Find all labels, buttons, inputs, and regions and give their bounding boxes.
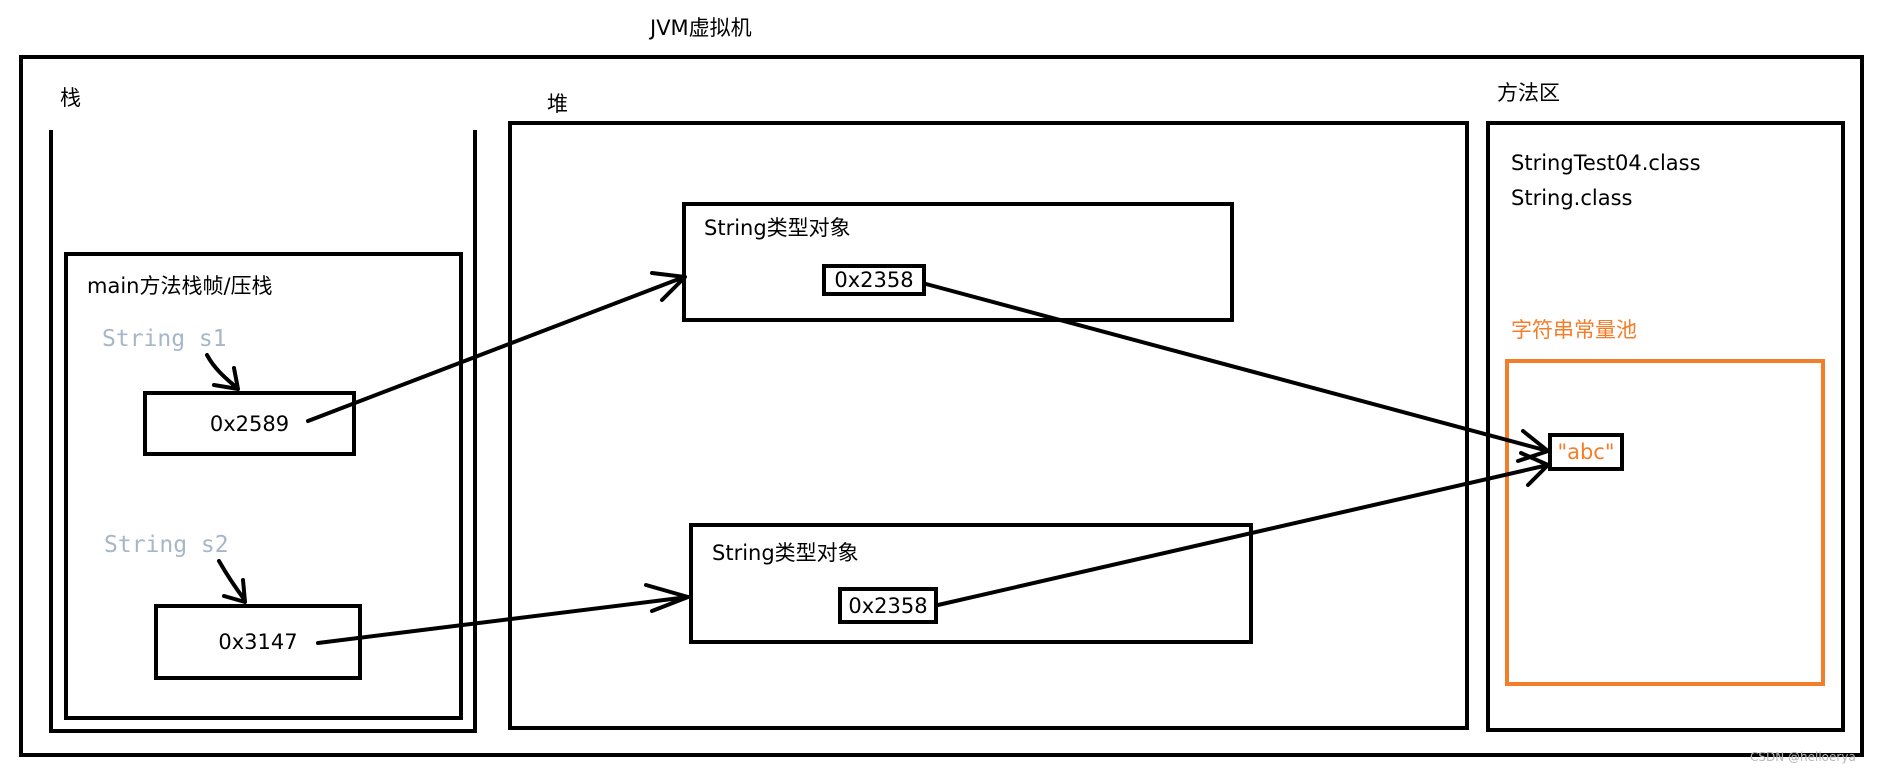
main-stack-frame — [64, 252, 463, 720]
class-string: String.class — [1511, 186, 1633, 210]
stack-region — [49, 130, 477, 733]
jvm-frame — [19, 55, 1864, 757]
heap-object-1-label: String类型对象 — [704, 216, 851, 240]
method-area-region — [1486, 121, 1845, 732]
pool-abc-box: "abc" — [1548, 433, 1624, 471]
heap-object-2 — [689, 523, 1253, 644]
method-area-label: 方法区 — [1497, 81, 1560, 105]
s2-pointer-arrow — [217, 559, 247, 604]
heap-label: 堆 — [547, 92, 568, 116]
main-stack-frame-label: main方法栈帧/压栈 — [87, 274, 273, 298]
class-stringtest04: StringTest04.class — [1511, 151, 1701, 175]
pool-abc-value: "abc" — [1557, 440, 1615, 464]
var-s2-name: String s2 — [104, 532, 229, 558]
stack-label: 栈 — [60, 86, 81, 110]
string-pool-label: 字符串常量池 — [1511, 318, 1637, 342]
watermark: CSDN @helloerya — [1750, 750, 1856, 764]
heap-object-1 — [682, 202, 1234, 322]
diagram-title: JVM虚拟机 — [650, 16, 752, 40]
var-s2-value: 0x3147 — [218, 630, 298, 654]
var-s1-name: String s1 — [102, 326, 227, 352]
heap-object-2-ref-box: 0x2358 — [838, 587, 938, 624]
s1-to-heap-object-1-arrow — [306, 271, 687, 423]
s1-pointer-arrow — [205, 353, 240, 391]
heap-object-1-ref-box: 0x2358 — [822, 264, 926, 296]
var-s1-value-box: 0x2589 — [143, 391, 356, 456]
heap-object-2-label: String类型对象 — [712, 541, 859, 565]
s2-to-heap-object-2-arrow — [316, 583, 690, 645]
obj1-to-abc-arrow — [924, 282, 1550, 463]
var-s1-value: 0x2589 — [209, 411, 290, 436]
heap-region — [508, 121, 1469, 730]
heap-object-1-ref: 0x2358 — [834, 268, 914, 292]
string-constant-pool — [1505, 359, 1825, 686]
obj2-to-abc-arrow — [936, 451, 1550, 607]
heap-object-2-ref: 0x2358 — [848, 593, 928, 618]
